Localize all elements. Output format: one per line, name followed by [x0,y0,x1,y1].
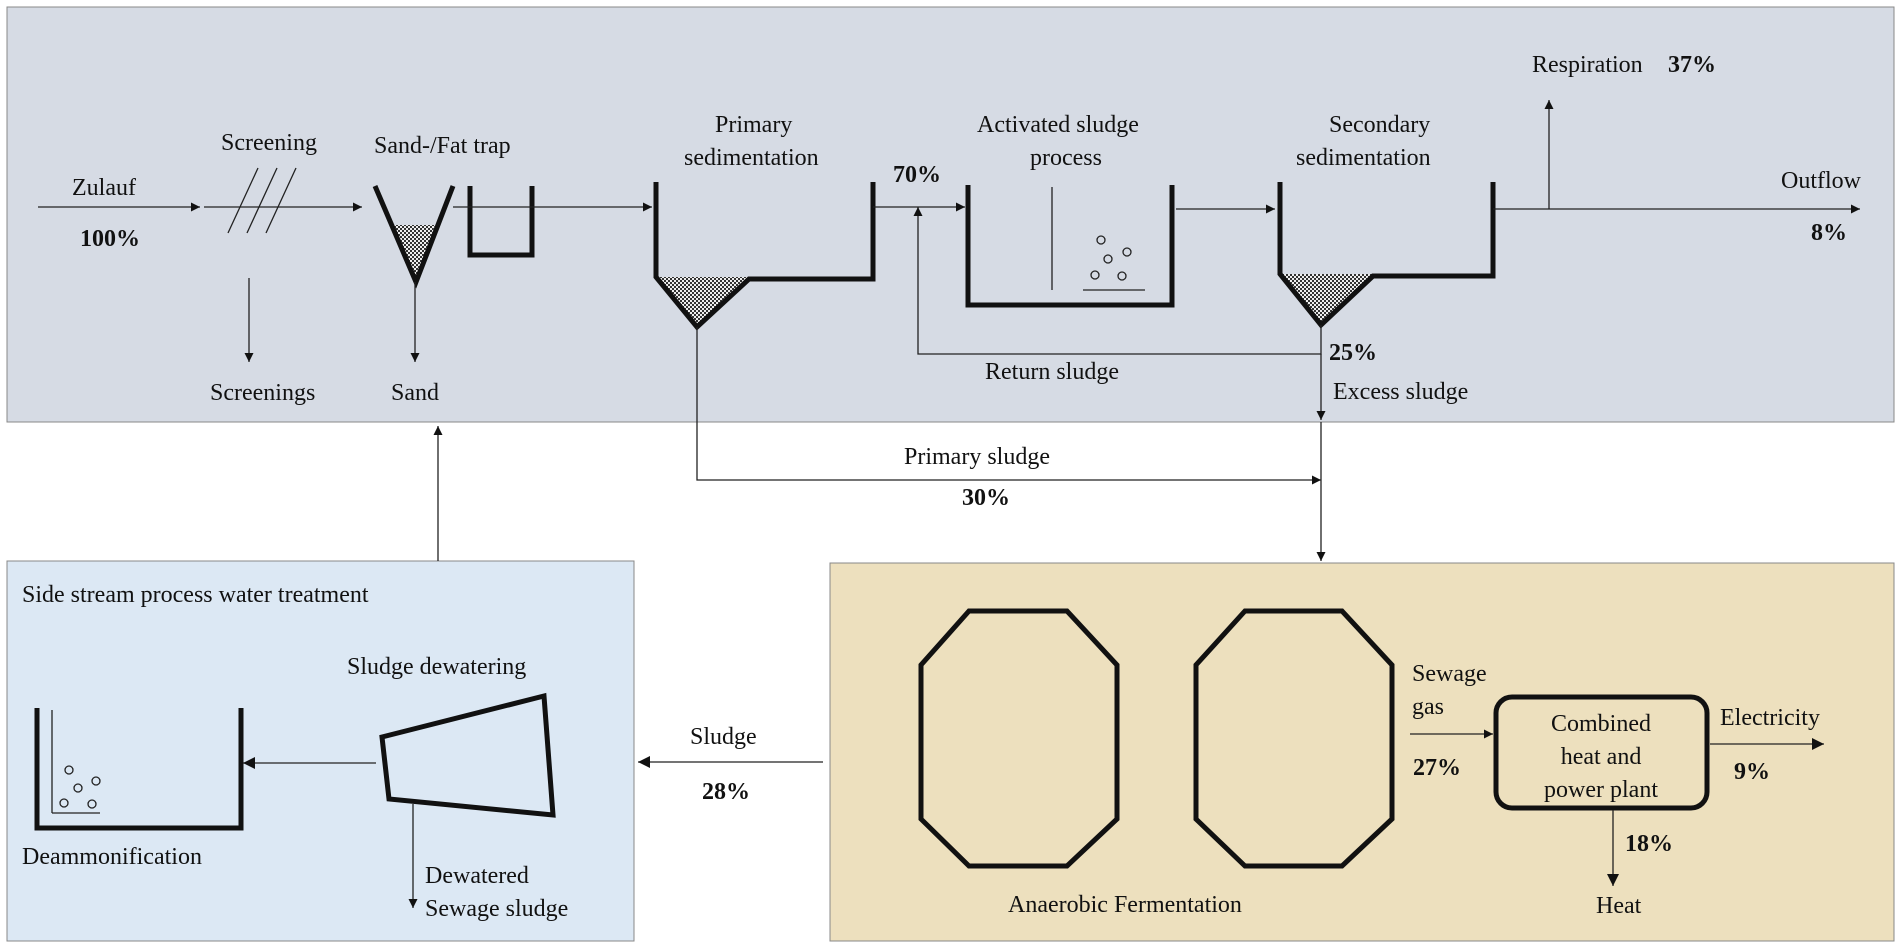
fermentation-title: Anaerobic Fermentation [1008,892,1242,918]
inflow-pct: 100% [80,226,140,252]
chp-label-1: Combined [1551,711,1651,737]
sewage-gas-pct: 27% [1413,755,1461,781]
respiration-pct: 37% [1668,52,1716,78]
sand-trap-vessel [372,185,456,289]
inflow-label: Zulauf [72,175,136,201]
respiration-label: Respiration [1532,52,1643,78]
outflow-label: Outflow [1781,168,1862,194]
activated-sludge-tank [965,185,1175,308]
digester-1 [918,608,1120,869]
primary-sedimentation-tank [653,182,876,331]
excess-sludge-pct: 25% [1329,340,1377,366]
secondary-sed-label-2: sedimentation [1296,145,1431,171]
sludge-dewatering-label: Sludge dewatering [347,654,526,680]
aeration-bubbles [1090,235,1132,281]
electricity-pct: 9% [1734,759,1770,785]
chp-label-3: power plant [1544,777,1658,803]
return-sludge-line [913,207,1322,355]
sand-trap-label: Sand-/Fat trap [374,133,511,159]
side-stream-title: Side stream process water treatment [22,582,369,608]
return-sludge-label: Return sludge [985,359,1119,385]
primary-to-activated-pct: 70% [893,162,941,188]
screening-label: Screening [221,130,317,156]
primary-sludge-line [696,327,1321,485]
sludge-label: Sludge [690,724,757,750]
electricity-label: Electricity [1720,705,1820,731]
secondary-sedimentation-tank [1277,182,1496,329]
heat-label: Heat [1596,893,1642,919]
sewage-gas-label-2: gas [1412,694,1444,720]
screen-bars [227,167,297,234]
dewatered-label-2: Sewage sludge [425,896,568,922]
secondary-sludge-deposit [1280,274,1373,325]
chp-label-2: heat and [1561,744,1642,770]
primary-sludge-label: Primary sludge [904,444,1050,470]
deammonification-bubbles [59,765,101,809]
excess-sludge-label: Excess sludge [1333,379,1468,405]
chp-plant-box [1493,694,1710,811]
deammonification-label: Deammonification [22,844,202,870]
secondary-sed-label-1: Secondary [1329,112,1430,138]
outflow-pct: 8% [1811,220,1847,246]
sand-deposit [394,225,435,282]
screenings-label: Screenings [210,380,315,406]
dewatering-unit [379,692,556,818]
primary-sludge-pct: 30% [962,485,1010,511]
sludge-pct: 28% [702,779,750,805]
heat-pct: 18% [1625,831,1673,857]
fat-trap-vessel [467,186,535,258]
primary-sludge-deposit [656,277,749,327]
digester-2 [1193,608,1395,869]
primary-sed-label-1: Primary [715,112,792,138]
activated-sludge-label-1: Activated sludge [977,112,1139,138]
sand-label: Sand [391,380,439,406]
treatment-panel [6,6,1895,423]
dewatered-label-1: Dewatered [425,863,529,889]
fermentation-panel [829,562,1895,942]
deammonification-tank [34,708,244,831]
primary-sed-label-2: sedimentation [684,145,819,171]
sewage-gas-label-1: Sewage [1412,661,1487,687]
activated-sludge-label-2: process [1030,145,1102,171]
side-stream-panel [6,560,635,942]
